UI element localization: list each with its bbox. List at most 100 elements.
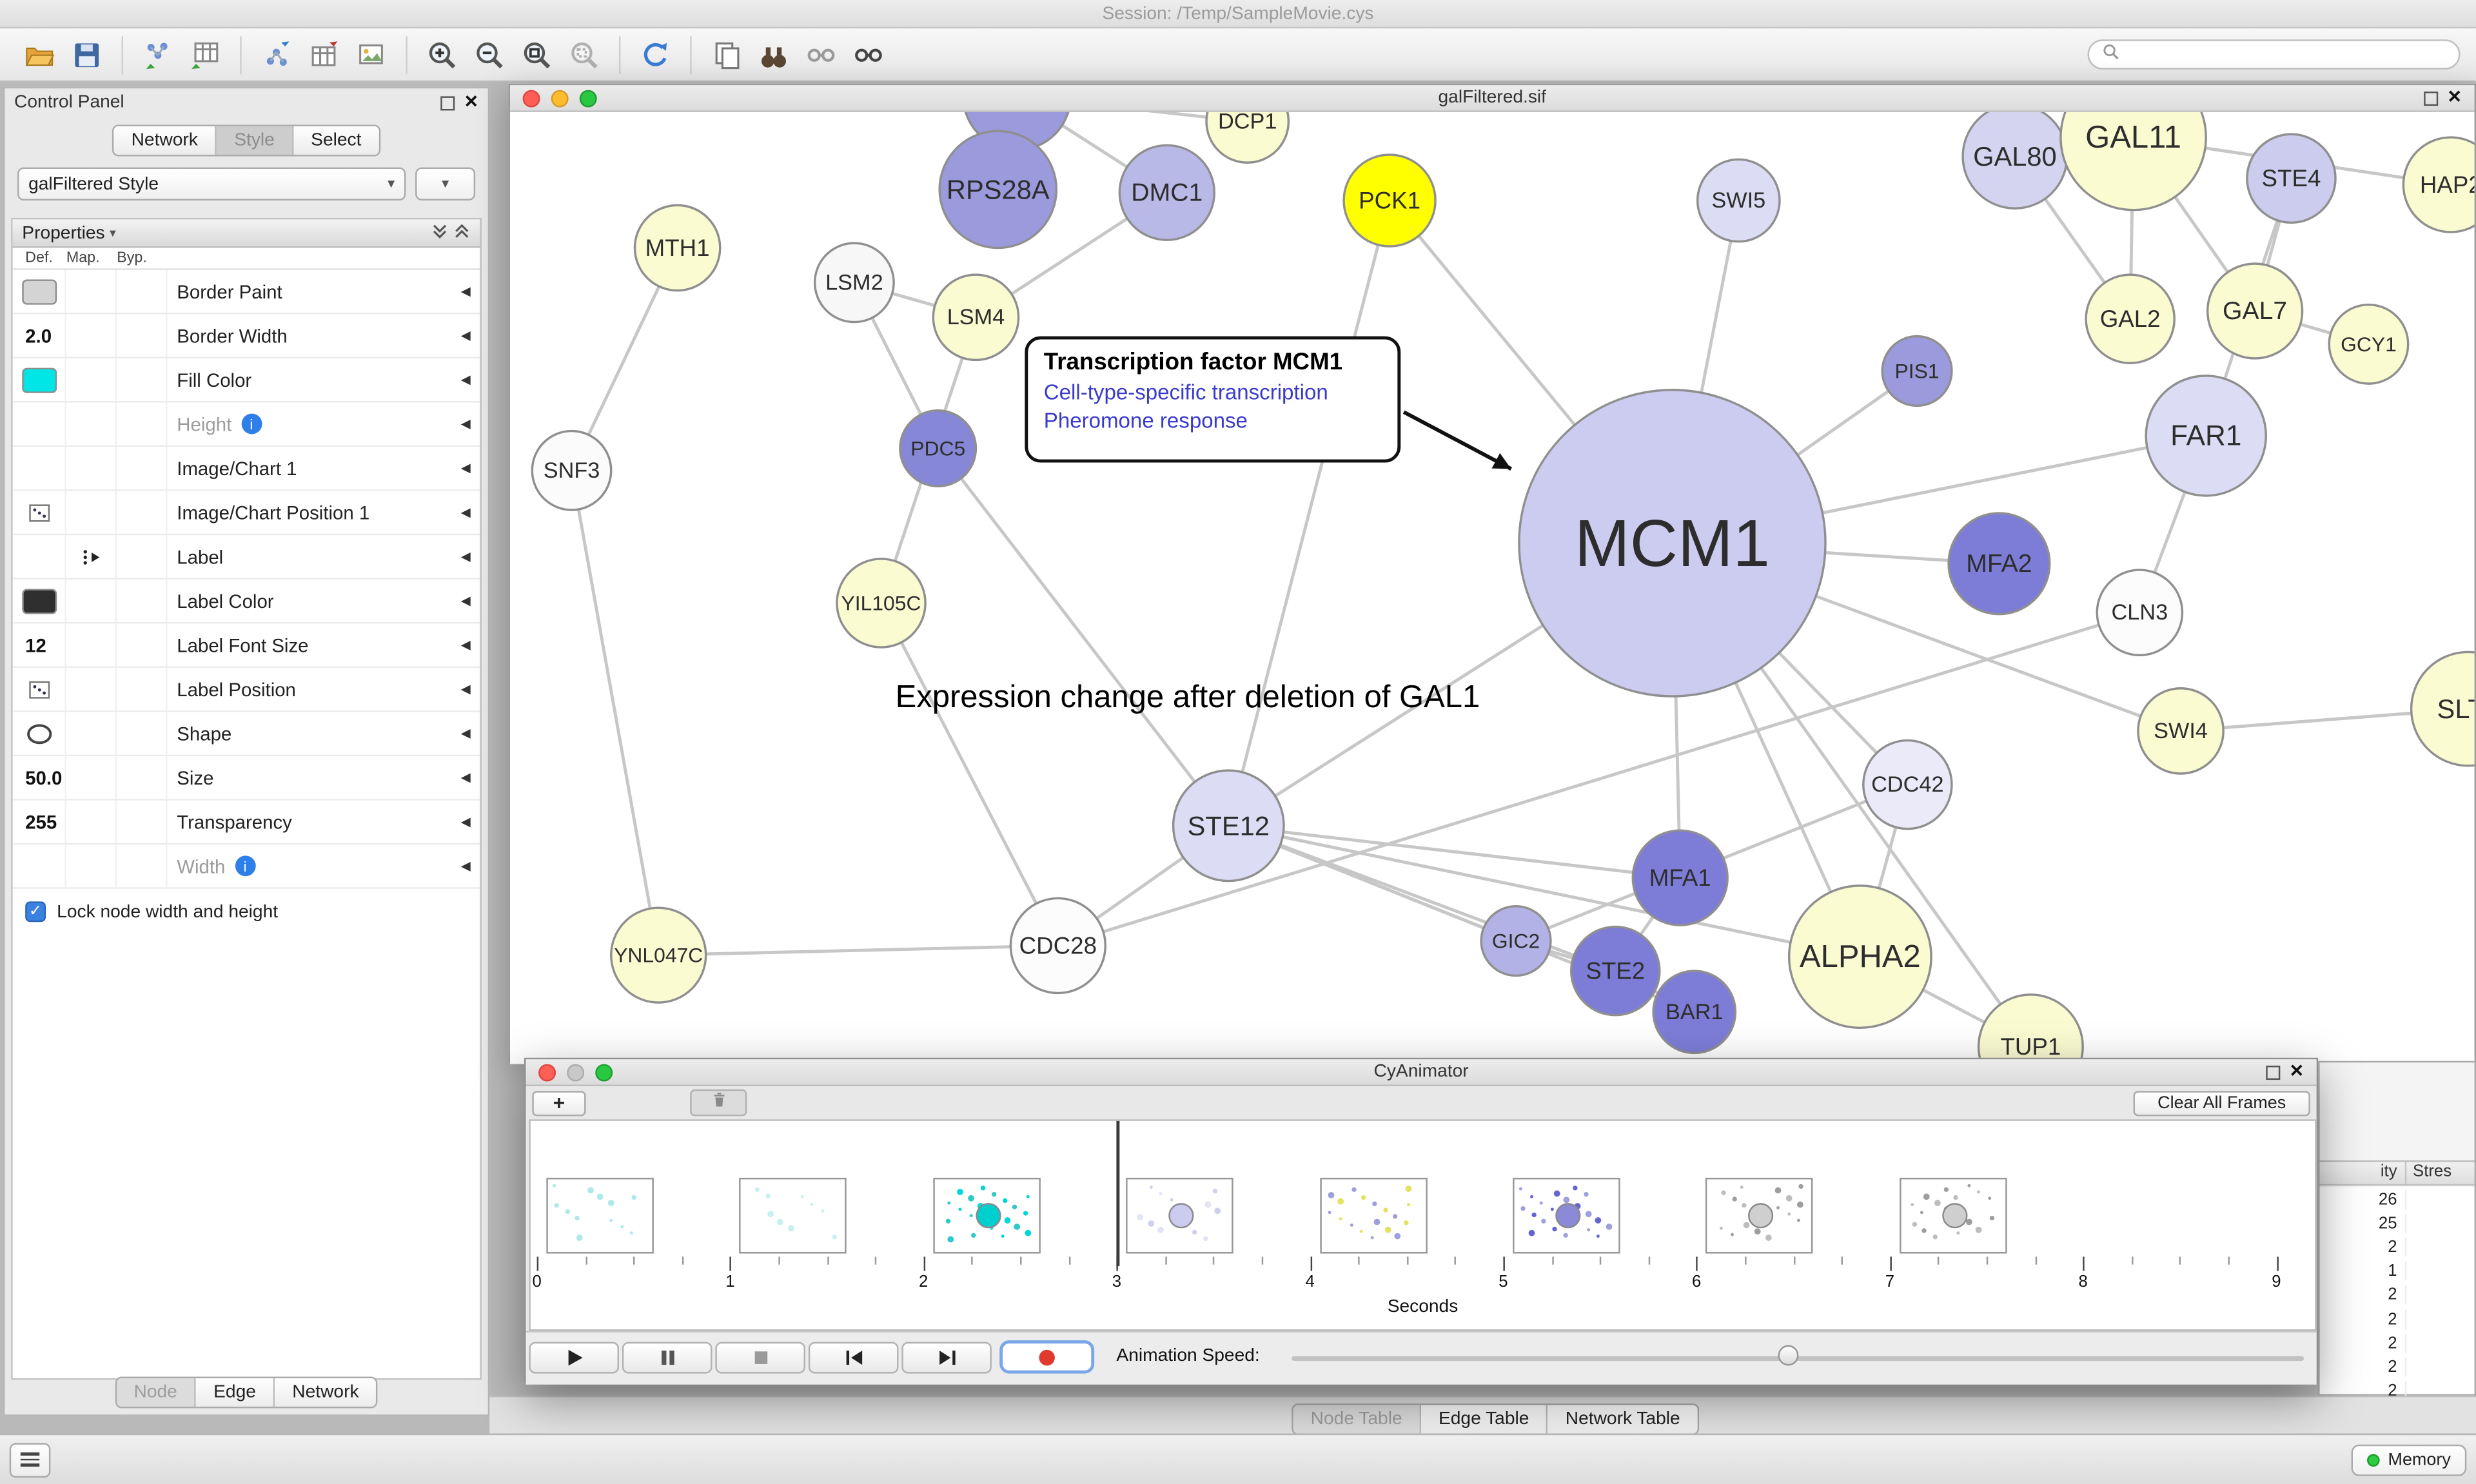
property-row-image-chart-1[interactable]: Image/Chart 1◀: [12, 447, 480, 491]
property-row-image-chart-position-1[interactable]: Image/Chart Position 1◀: [12, 491, 480, 536]
close-window-icon[interactable]: ✕: [2289, 1061, 2304, 1081]
zoom-in-icon[interactable]: [418, 32, 466, 77]
network-node-slt2[interactable]: SLT2: [2410, 650, 2475, 767]
close-traffic-light[interactable]: [538, 1063, 556, 1081]
stat-row[interactable]: 26: [2320, 1187, 2475, 1211]
annotation-box[interactable]: Transcription factor MCM1 Cell-type-spec…: [1025, 336, 1401, 463]
network-node-ste12[interactable]: STE12: [1172, 769, 1285, 883]
default-value-cell[interactable]: 50.0: [13, 756, 66, 799]
stat-row[interactable]: 2: [2320, 1283, 2475, 1307]
expand-row-icon[interactable]: ◀: [460, 638, 471, 652]
mapping-cell[interactable]: [66, 579, 117, 622]
bypass-cell[interactable]: [117, 269, 168, 313]
property-row-label-color[interactable]: Label Color◀: [12, 579, 480, 624]
animation-speed-handle[interactable]: [1778, 1345, 1799, 1366]
mapping-cell[interactable]: [66, 800, 117, 843]
save-session-icon[interactable]: [63, 32, 110, 77]
bypass-cell[interactable]: [117, 491, 168, 534]
mapping-cell[interactable]: [66, 314, 117, 357]
zoom-out-icon[interactable]: [466, 32, 513, 77]
network-node-gal11[interactable]: GAL11: [2059, 112, 2207, 211]
network-window-titlebar[interactable]: galFiltered.sif ✕: [510, 85, 2475, 112]
network-node-gal2[interactable]: GAL2: [2085, 273, 2176, 364]
default-value-cell[interactable]: 12: [13, 623, 66, 667]
network-node-rps28a[interactable]: RPS28A: [938, 130, 1058, 249]
table-tab-network-table[interactable]: Network Table: [1548, 1405, 1698, 1434]
frame-thumbnail-4[interactable]: [1319, 1177, 1427, 1254]
property-row-label-position[interactable]: Label Position◀: [12, 667, 480, 712]
default-value-cell[interactable]: [13, 535, 66, 578]
expand-row-icon[interactable]: ◀: [460, 461, 471, 476]
frame-thumbnail-1[interactable]: [740, 1177, 847, 1254]
bypass-cell[interactable]: [117, 314, 168, 357]
search-box[interactable]: [2087, 39, 2461, 70]
tab-style[interactable]: Style: [217, 126, 294, 155]
network-node-lsm2[interactable]: LSM2: [813, 242, 895, 324]
network-node-mth1[interactable]: MTH1: [633, 204, 722, 292]
skip-to-end-button[interactable]: [901, 1342, 992, 1374]
export-image-icon[interactable]: [348, 32, 395, 77]
find-neighbors-icon[interactable]: [750, 32, 797, 77]
expand-row-icon[interactable]: ◀: [460, 549, 471, 564]
mapping-cell[interactable]: [66, 535, 117, 578]
panel-tab-node[interactable]: Node: [116, 1378, 197, 1407]
float-window-icon[interactable]: [440, 95, 455, 110]
expand-row-icon[interactable]: ◀: [460, 372, 471, 387]
export-network-icon[interactable]: [253, 32, 300, 77]
record-button[interactable]: [999, 1340, 1095, 1374]
network-node-mfa2[interactable]: MFA2: [1947, 512, 2051, 616]
mapping-cell[interactable]: [66, 402, 117, 445]
default-value-cell[interactable]: [13, 667, 66, 711]
default-value-cell[interactable]: [13, 269, 66, 313]
expand-row-icon[interactable]: ◀: [460, 416, 471, 431]
minimize-traffic-light[interactable]: [567, 1063, 585, 1081]
zoom-selected-icon[interactable]: [560, 32, 607, 77]
network-node-lsm4[interactable]: LSM4: [932, 273, 1020, 362]
tab-network[interactable]: Network: [113, 126, 217, 155]
expand-row-icon[interactable]: ◀: [460, 681, 471, 697]
network-node-gal80[interactable]: GAL80: [1961, 112, 2068, 210]
frame-thumbnail-7[interactable]: [1899, 1177, 2007, 1254]
mapping-cell[interactable]: [66, 623, 117, 667]
bypass-cell[interactable]: [117, 447, 168, 490]
bypass-cell[interactable]: [117, 402, 168, 445]
skip-to-start-button[interactable]: [808, 1342, 899, 1374]
default-value-cell[interactable]: [13, 402, 66, 445]
network-node-cdc28[interactable]: CDC28: [1009, 897, 1107, 995]
open-session-icon[interactable]: [15, 32, 63, 77]
network-node-cln3[interactable]: CLN3: [2096, 569, 2184, 657]
stop-button[interactable]: [715, 1342, 805, 1374]
export-table-icon[interactable]: [300, 32, 347, 77]
properties-header[interactable]: Properties ▾: [12, 219, 480, 248]
network-node-pis1[interactable]: PIS1: [1881, 335, 1953, 407]
lock-size-row[interactable]: ✓ Lock node width and height: [13, 889, 480, 923]
stat-row[interactable]: 25: [2320, 1211, 2475, 1235]
default-value-cell[interactable]: [13, 845, 66, 888]
memory-button[interactable]: Memory: [2352, 1443, 2467, 1476]
expand-all-icon[interactable]: [453, 222, 471, 244]
float-window-icon[interactable]: [2423, 90, 2438, 105]
stat-row[interactable]: 2: [2320, 1331, 2475, 1355]
property-row-border-paint[interactable]: Border Paint◀: [12, 269, 480, 315]
zoom-traffic-light[interactable]: [579, 89, 597, 107]
frame-thumbnail-2[interactable]: [932, 1177, 1041, 1254]
property-row-label[interactable]: Label◀: [12, 535, 480, 580]
bypass-cell[interactable]: [117, 756, 168, 799]
panel-tab-network[interactable]: Network: [275, 1378, 377, 1407]
network-node-ynl047c[interactable]: YNL047C: [610, 906, 707, 1004]
show-panel-menu-button[interactable]: [9, 1442, 51, 1478]
network-node-mcm1[interactable]: MCM1: [1518, 389, 1827, 698]
default-value-cell[interactable]: [13, 358, 66, 402]
expand-row-icon[interactable]: ◀: [460, 328, 471, 343]
mapping-cell[interactable]: [66, 712, 117, 755]
default-value-cell[interactable]: [13, 447, 66, 490]
import-network-icon[interactable]: [134, 32, 181, 77]
expand-row-icon[interactable]: ◀: [460, 284, 471, 298]
frame-thumbnail-0[interactable]: [546, 1177, 654, 1254]
table-tab-edge-table[interactable]: Edge Table: [1421, 1405, 1548, 1434]
color-swatch[interactable]: [21, 278, 56, 304]
network-node-swi4[interactable]: SWI4: [2137, 687, 2225, 775]
collapse-all-icon[interactable]: [431, 222, 449, 244]
network-node-dcp1[interactable]: DCP1: [1205, 112, 1290, 164]
